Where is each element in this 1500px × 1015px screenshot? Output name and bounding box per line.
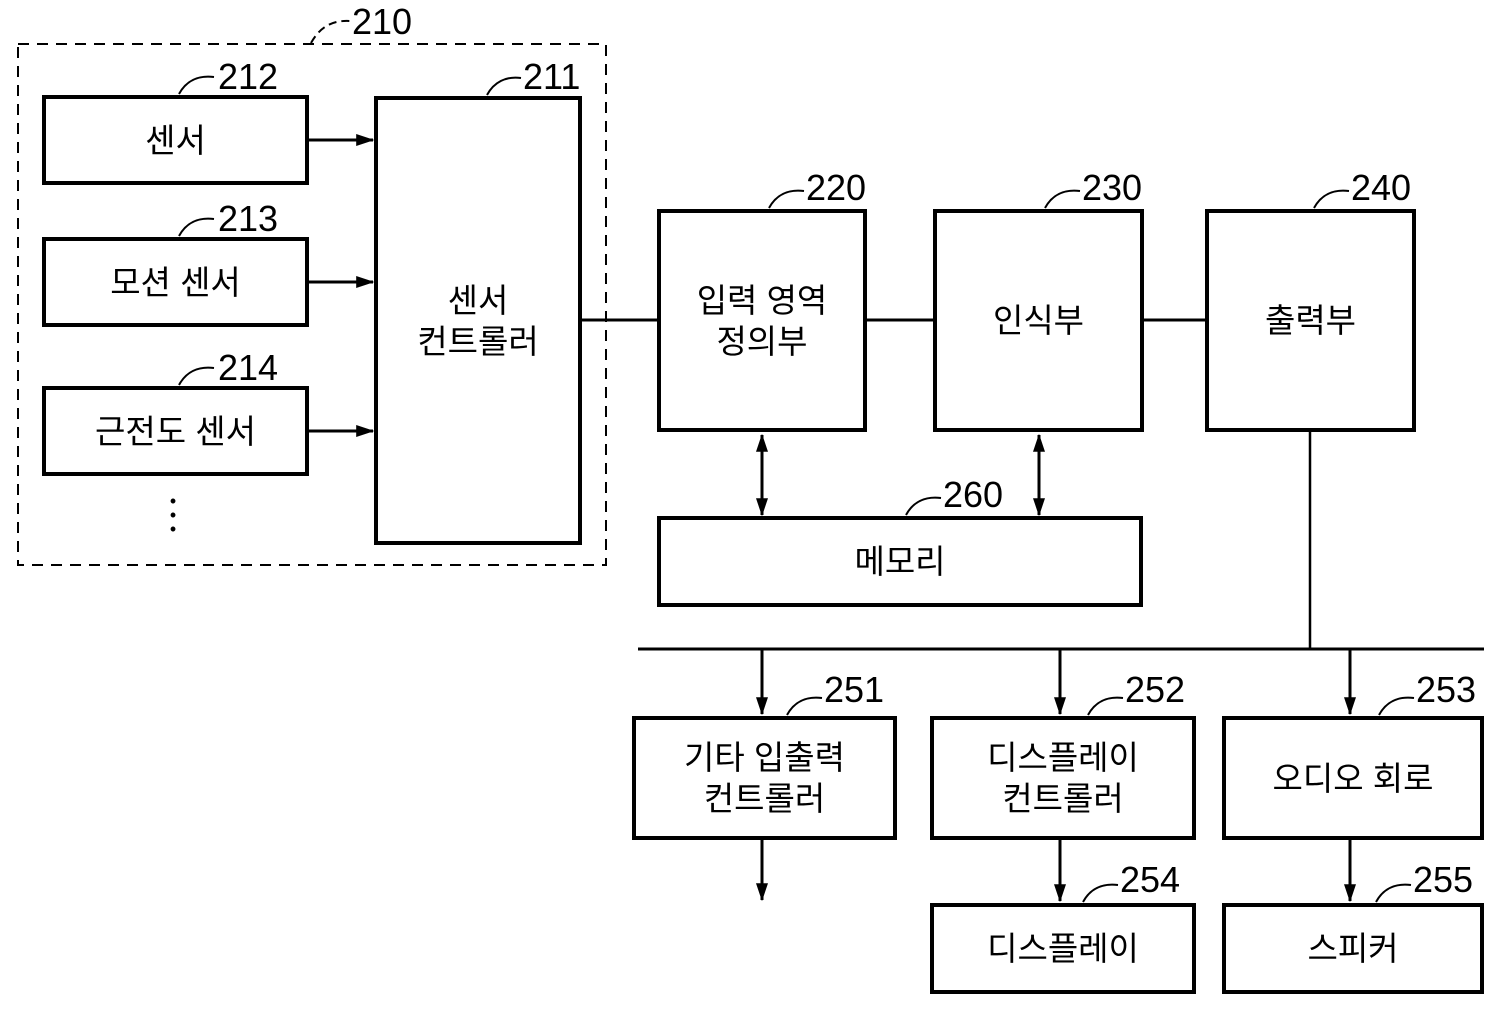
ref-label-260: 260: [943, 474, 1004, 515]
leader-254: [1082, 883, 1119, 903]
leader-211: [486, 76, 522, 96]
ref-label-214: 214: [218, 347, 279, 388]
ref-label-210: 210: [352, 1, 413, 42]
ref-label-212: 212: [218, 56, 279, 97]
leader-251: [786, 696, 823, 716]
leader-230: [1044, 189, 1081, 209]
node-memory: 메모리: [657, 516, 1143, 607]
node-other-io-controller: 기타 입출력 컨트롤러: [632, 716, 897, 840]
leader-240: [1313, 189, 1350, 209]
node-audio-circuit: 오디오 회로: [1222, 716, 1484, 840]
node-sensor-controller: 센서 컨트롤러: [374, 96, 582, 545]
leader-212: [178, 75, 215, 95]
leader-213: [178, 217, 215, 237]
ref-label-253: 253: [1416, 669, 1477, 710]
node-input-region-definer: 입력 영역 정의부: [657, 209, 867, 432]
ref-label-252: 252: [1125, 669, 1186, 710]
sensor-group-dashed-box: [17, 43, 607, 566]
more-sensors-ellipsis: • • •: [169, 491, 177, 539]
leader-255: [1375, 883, 1412, 903]
leader-214: [178, 366, 215, 386]
ref-label-254: 254: [1120, 859, 1181, 900]
node-output-unit: 출력부: [1205, 209, 1416, 432]
leader-210: [310, 19, 351, 44]
node-motion-sensor: 모션 센서: [42, 237, 309, 327]
leader-253: [1378, 696, 1415, 716]
ref-label-255: 255: [1413, 859, 1474, 900]
node-recognizer: 인식부: [933, 209, 1144, 432]
node-speaker: 스피커: [1222, 903, 1484, 994]
node-sensor: 센서: [42, 95, 309, 185]
ref-label-240: 240: [1351, 167, 1412, 208]
node-display: 디스플레이: [930, 903, 1196, 994]
node-display-controller: 디스플레이 컨트롤러: [930, 716, 1196, 840]
leader-220: [768, 189, 805, 209]
ref-label-211: 211: [523, 56, 581, 97]
ref-label-251: 251: [824, 669, 885, 710]
leader-260: [905, 496, 942, 516]
ref-label-220: 220: [806, 167, 867, 208]
ref-label-230: 230: [1082, 167, 1143, 208]
leader-252: [1087, 696, 1124, 716]
node-emg-sensor: 근전도 센서: [42, 386, 309, 476]
ref-label-213: 213: [218, 198, 279, 239]
